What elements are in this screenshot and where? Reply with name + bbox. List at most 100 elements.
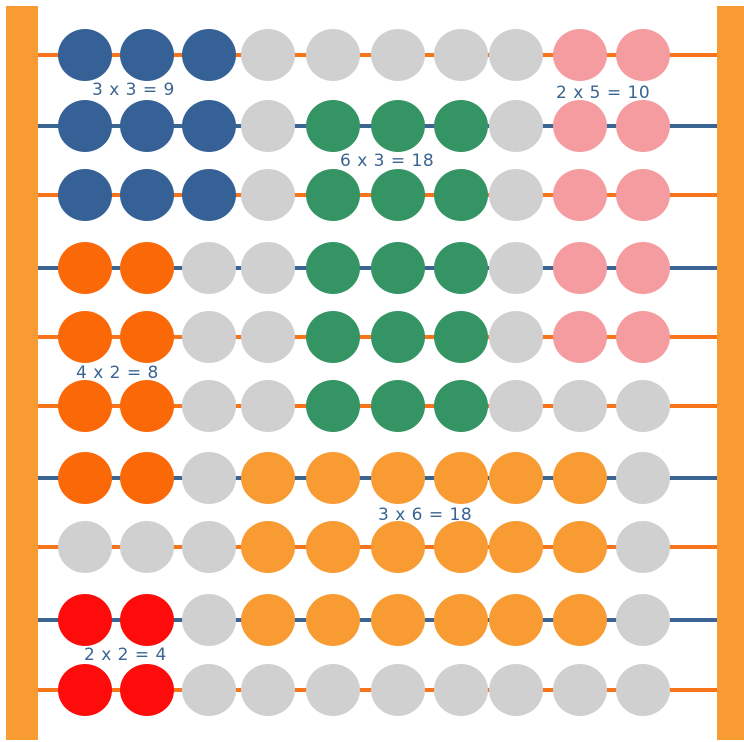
abacus-bead [182,29,236,81]
abacus-bead [434,521,488,573]
abacus-bead [58,664,112,716]
abacus-bead [58,594,112,646]
abacus-bead [241,242,295,294]
abacus-bead [120,594,174,646]
abacus-bead [489,311,543,363]
abacus-bead [434,380,488,432]
abacus-bead [553,29,607,81]
abacus-bead [182,452,236,504]
abacus-bead [616,242,670,294]
abacus-bead [182,100,236,152]
abacus-bead [553,242,607,294]
abacus-bead [616,100,670,152]
abacus-bead [58,100,112,152]
abacus-bead [306,100,360,152]
abacus-bead [58,521,112,573]
abacus-bead [58,242,112,294]
abacus-bead [371,594,425,646]
abacus-bead [241,380,295,432]
abacus-bead [58,380,112,432]
label-pink-group: 2 x 5 = 10 [556,83,650,103]
label-dark-orange-group: 4 x 2 = 8 [76,363,159,383]
label-light-orange-group: 3 x 6 = 18 [378,505,472,525]
abacus-bead [434,594,488,646]
abacus-bead [182,521,236,573]
abacus-bead [616,452,670,504]
abacus-bead [434,169,488,221]
abacus-bead [489,521,543,573]
abacus-bead [120,169,174,221]
abacus-bead [489,380,543,432]
abacus-bead [616,594,670,646]
abacus-bead [616,664,670,716]
abacus-bead [489,169,543,221]
abacus-bead [434,242,488,294]
abacus-bead [616,169,670,221]
abacus-bead [58,29,112,81]
abacus-bead [120,380,174,432]
abacus-bead [616,29,670,81]
abacus-bead [616,521,670,573]
abacus-bead [182,594,236,646]
abacus-bead [306,594,360,646]
abacus-bead [371,311,425,363]
abacus-bead [553,169,607,221]
abacus-bead [306,311,360,363]
abacus-bead [306,521,360,573]
abacus-bead [489,100,543,152]
abacus-bead [371,100,425,152]
abacus-bead [182,169,236,221]
abacus-bead [120,242,174,294]
label-red-group: 2 x 2 = 4 [84,645,167,665]
abacus-bead [371,380,425,432]
abacus-bead [434,311,488,363]
abacus-bead [120,311,174,363]
abacus-bead [434,29,488,81]
abacus-bead [120,29,174,81]
abacus-bead [553,100,607,152]
abacus-bead [241,29,295,81]
abacus-bead [553,311,607,363]
abacus-bead [120,521,174,573]
abacus-bead [616,380,670,432]
abacus-bead [553,380,607,432]
abacus-bead [120,452,174,504]
abacus-bead [553,521,607,573]
abacus-bead [489,594,543,646]
abacus-bead [371,169,425,221]
abacus-bead [371,521,425,573]
abacus-bead [306,242,360,294]
label-blue-group: 3 x 3 = 9 [92,80,175,100]
abacus-bead [306,452,360,504]
abacus-bead [58,169,112,221]
abacus-bead [371,452,425,504]
abacus-bead [182,664,236,716]
abacus-bead [58,452,112,504]
abacus-bead [241,169,295,221]
abacus-bead [120,100,174,152]
abacus-bead [553,452,607,504]
abacus-bead [489,452,543,504]
abacus-bead [306,380,360,432]
abacus-bead [241,594,295,646]
abacus-bead [553,594,607,646]
abacus-bead [58,311,112,363]
abacus-bead [306,664,360,716]
abacus-bead [120,664,174,716]
abacus-bead [241,452,295,504]
abacus-bead [371,664,425,716]
abacus-bead [489,29,543,81]
abacus-bead [489,242,543,294]
abacus-bead [241,521,295,573]
abacus-bead [182,380,236,432]
abacus-bead [241,664,295,716]
abacus-bead [306,29,360,81]
abacus-bead [182,242,236,294]
abacus-bead [182,311,236,363]
abacus-bead [434,100,488,152]
abacus-bead [616,311,670,363]
abacus-bead [371,29,425,81]
abacus-bead [434,664,488,716]
abacus-bead [241,311,295,363]
abacus-bead [553,664,607,716]
